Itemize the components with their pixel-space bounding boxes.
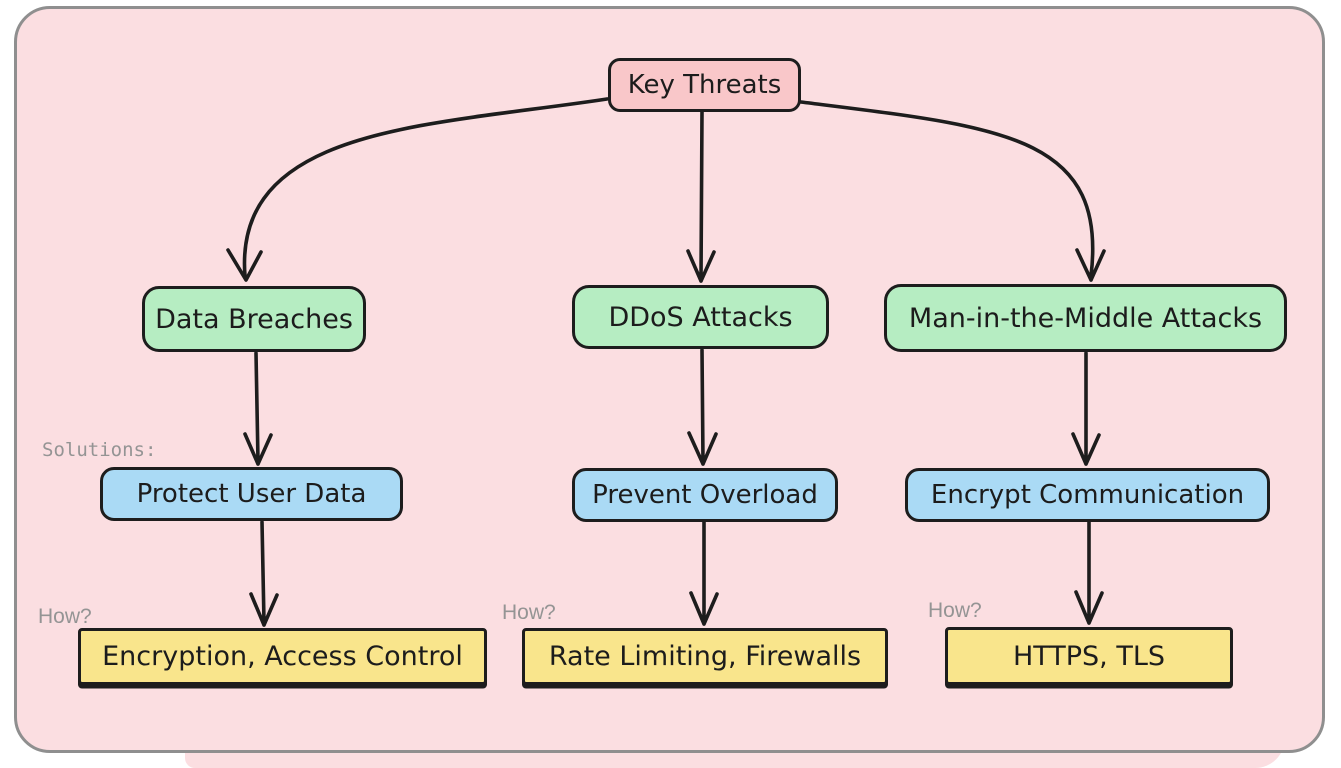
node-rate-limiting-firewalls-label: Rate Limiting, Firewalls bbox=[548, 641, 862, 672]
node-key-threats-label: Key Threats bbox=[627, 70, 782, 100]
solutions-annotation: Solutions: bbox=[42, 439, 157, 461]
node-data-breaches-label: Data Breaches bbox=[155, 303, 353, 335]
how-annotation-2: How? bbox=[502, 601, 556, 624]
how-annotation-1: How? bbox=[38, 605, 92, 628]
node-ddos-attacks: DDoS Attacks bbox=[572, 285, 829, 349]
node-encrypt-communication: Encrypt Communication bbox=[905, 468, 1270, 522]
node-protect-user-data-label: Protect User Data bbox=[136, 479, 367, 509]
node-https-tls-label: HTTPS, TLS bbox=[1012, 640, 1166, 672]
how-annotation-3: How? bbox=[928, 599, 982, 622]
node-ddos-attacks-label: DDoS Attacks bbox=[608, 301, 793, 333]
node-mitm-attacks: Man-in-the-Middle Attacks bbox=[884, 284, 1287, 352]
node-rate-limiting-firewalls: Rate Limiting, Firewalls bbox=[522, 628, 888, 685]
node-encryption-access-control-label: Encryption, Access Control bbox=[102, 641, 463, 672]
node-https-tls: HTTPS, TLS bbox=[945, 627, 1233, 685]
node-encryption-access-control: Encryption, Access Control bbox=[78, 628, 487, 685]
node-data-breaches: Data Breaches bbox=[142, 286, 366, 352]
node-mitm-attacks-label: Man-in-the-Middle Attacks bbox=[908, 302, 1263, 334]
node-prevent-overload-label: Prevent Overload bbox=[592, 480, 818, 510]
node-key-threats: Key Threats bbox=[608, 58, 801, 112]
node-encrypt-communication-label: Encrypt Communication bbox=[930, 480, 1245, 510]
node-protect-user-data: Protect User Data bbox=[100, 467, 403, 521]
node-prevent-overload: Prevent Overload bbox=[572, 468, 838, 522]
